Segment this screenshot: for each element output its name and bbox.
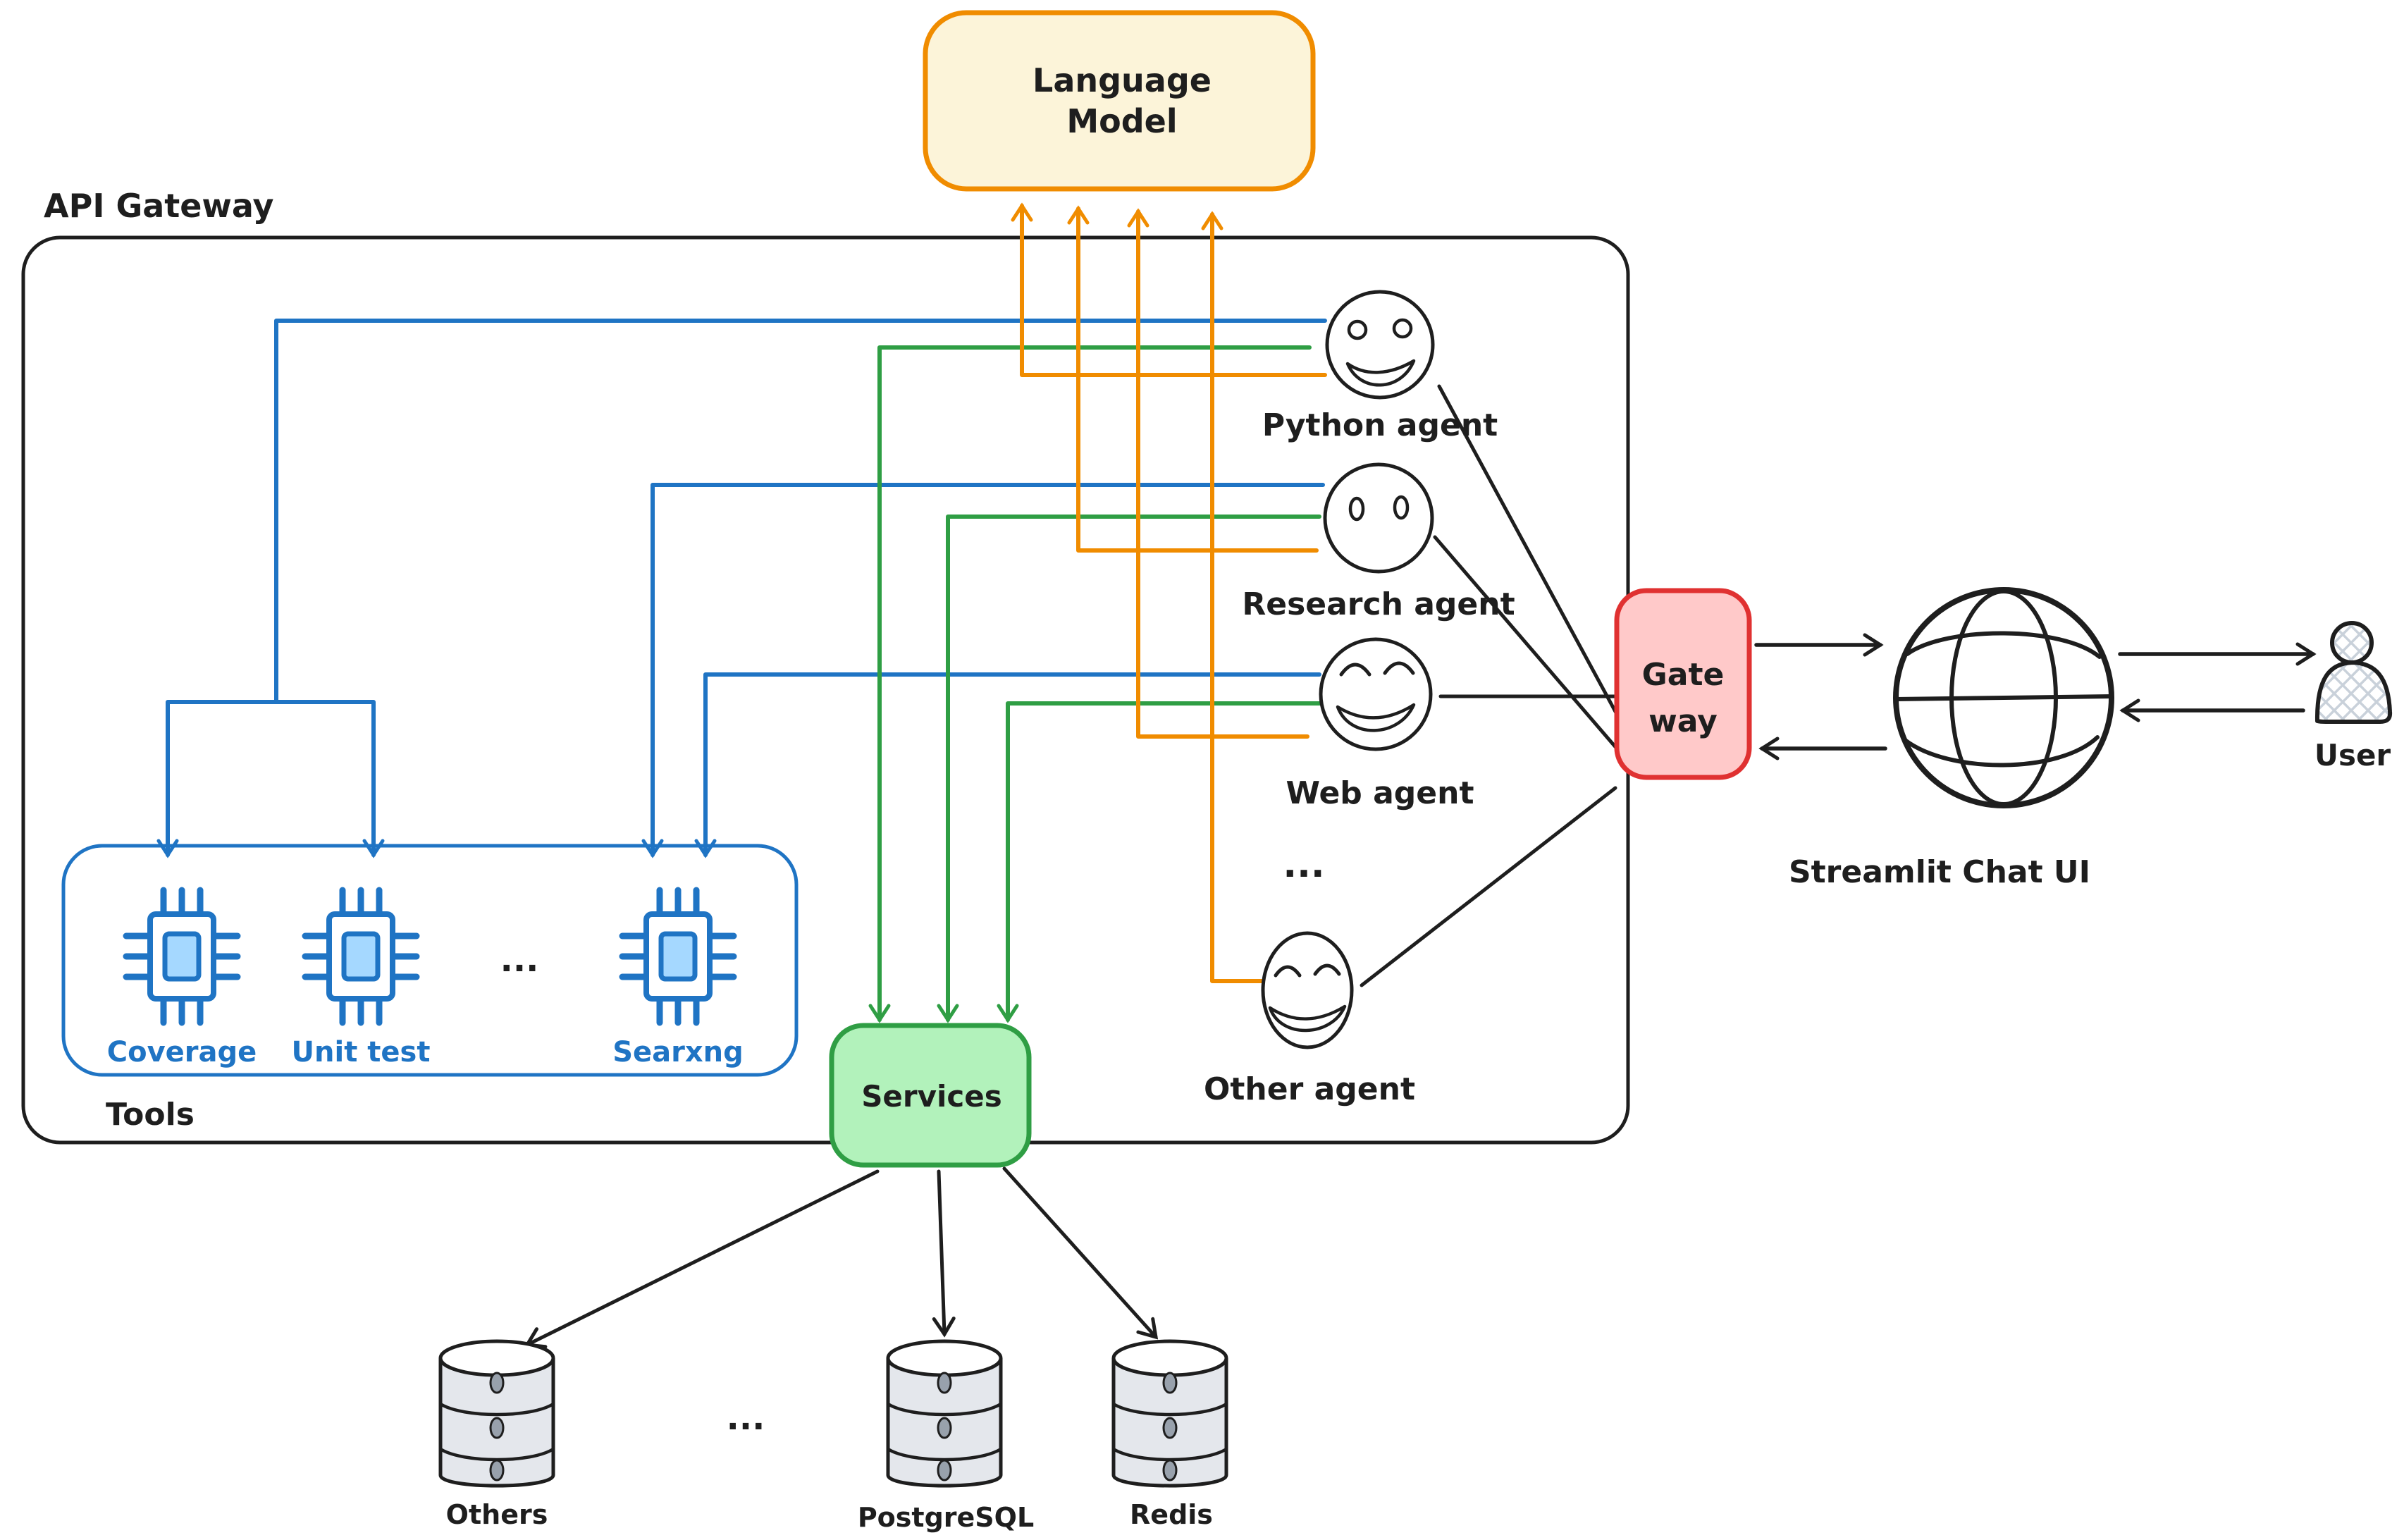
user: User	[2314, 621, 2393, 772]
tools-ellipsis: ...	[500, 940, 539, 980]
connector-python-gateway	[1437, 384, 1625, 727]
services-label: Services	[861, 1079, 1002, 1114]
globe-icon	[1893, 587, 2114, 808]
chip-label-coverage: Coverage	[107, 1036, 257, 1068]
smiley-face-icon	[1323, 462, 1434, 574]
arrow-services-others	[524, 1169, 880, 1349]
green-arrow-web	[997, 701, 1324, 1023]
gateway-label-line2: way	[1648, 703, 1718, 739]
agent-gateway-connectors	[1360, 384, 1625, 987]
chip-label-unit-test: Unit test	[292, 1036, 431, 1068]
person-icon	[2314, 621, 2393, 724]
python-agent: Python agent	[1262, 290, 1498, 443]
service-db-arrows	[524, 1166, 1159, 1349]
connector-other-gateway	[1360, 786, 1617, 987]
language-model-label-line2: Model	[1066, 102, 1177, 140]
orange-llm-connections	[1011, 202, 1327, 983]
agents-ellipsis: ...	[1283, 844, 1324, 886]
database-cylinder-icon	[1111, 1339, 1228, 1488]
green-arrow-python	[868, 345, 1312, 1023]
language-model-box: Language Model	[923, 10, 1316, 192]
blue-arrow-coverage	[156, 700, 278, 858]
web-agent-label: Web agent	[1286, 775, 1474, 811]
chip-icon	[123, 887, 241, 1026]
db-label-others: Others	[446, 1499, 548, 1530]
arrow-services-redis	[1002, 1166, 1159, 1340]
blue-line-python	[274, 319, 1327, 704]
gateway-label-line1: Gate	[1642, 657, 1725, 693]
streamlit-label: Streamlit Chat UI	[1789, 854, 2090, 890]
tools-box	[61, 844, 799, 1077]
blue-tool-connections	[156, 319, 1327, 858]
python-agent-label: Python agent	[1262, 407, 1498, 443]
agents: Python agent Research agent Web agent ..…	[1204, 290, 1515, 1107]
gateway-ui-arrows	[1754, 633, 1887, 760]
web-agent: Web agent	[1286, 637, 1474, 811]
tools-chips: Coverage Unit test Searxng ...	[107, 887, 744, 1068]
services-box: Services	[829, 1023, 1032, 1168]
db-label-postgresql: PostgreSQL	[858, 1502, 1034, 1533]
orange-arrow-web	[1127, 208, 1309, 739]
arrow-services-postgresql	[932, 1169, 956, 1338]
chip-icon	[619, 887, 737, 1026]
smiley-face-icon	[1319, 637, 1433, 751]
user-label: User	[2314, 738, 2391, 772]
databases: Others PostgreSQL Redis ...	[438, 1339, 1228, 1533]
other-agent-label: Other agent	[1204, 1071, 1415, 1107]
orange-arrow-other	[1201, 211, 1266, 983]
tools-label: Tools	[106, 1097, 195, 1133]
db-label-redis: Redis	[1130, 1499, 1213, 1530]
orange-arrow-research	[1067, 205, 1319, 553]
blue-arrow-web-searxng	[694, 672, 1321, 858]
ui-user-arrows	[2118, 642, 2317, 722]
chip-label-searxng: Searxng	[612, 1036, 744, 1068]
other-agent: Other agent	[1204, 931, 1415, 1107]
research-agent: Research agent	[1242, 462, 1515, 622]
database-cylinder-icon	[438, 1339, 555, 1488]
language-model-label-line1: Language	[1033, 61, 1212, 99]
blue-arrow-research-searxng	[641, 483, 1325, 858]
orange-arrow-python	[1011, 202, 1327, 377]
research-agent-label: Research agent	[1242, 586, 1515, 622]
connector-research-gateway	[1433, 535, 1619, 751]
green-arrow-research	[937, 515, 1321, 1023]
streamlit-chat-ui: Streamlit Chat UI	[1789, 587, 2114, 890]
chip-icon	[302, 887, 420, 1026]
blue-arrow-unit-test	[274, 700, 385, 858]
gateway-box: Gate way	[1614, 588, 1752, 780]
green-service-connections	[868, 345, 1324, 1023]
database-cylinder-icon	[886, 1339, 1003, 1488]
api-gateway-label: API Gateway	[44, 187, 274, 225]
databases-ellipsis: ...	[727, 1398, 765, 1438]
